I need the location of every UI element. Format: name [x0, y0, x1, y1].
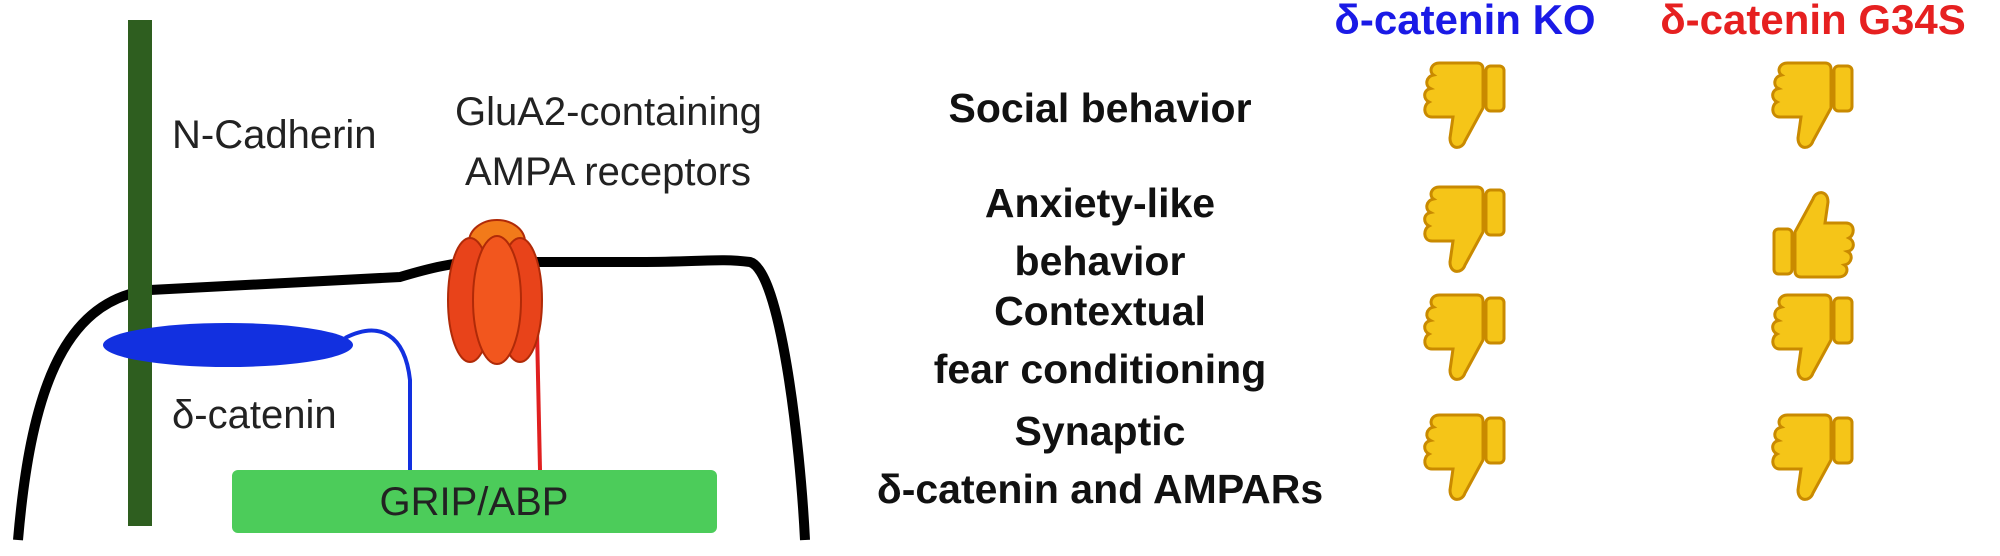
row-label: Anxiety-like behavior	[984, 180, 1216, 284]
thumbs-down-icon	[1771, 61, 1854, 149]
glua2-label-line2: AMPA receptors	[465, 150, 751, 194]
thumbs-up-icon	[1772, 191, 1855, 279]
delta-catenin-label: δ-catenin	[172, 393, 337, 437]
thumbs-down-icon	[1423, 413, 1506, 501]
glua2-label-line1: GluA2-containing	[455, 90, 762, 134]
column-header-g34s: δ-catenin G34S	[1660, 0, 1966, 43]
delta-catenin-connector	[344, 328, 412, 470]
row-label: Contextual fear conditioning	[933, 288, 1267, 392]
receptor-connector	[535, 329, 542, 471]
column-header-ko: δ-catenin KO	[1334, 0, 1596, 43]
n-cadherin-label: N-Cadherin	[172, 113, 377, 157]
thumbs-down-icon	[1423, 293, 1506, 381]
thumbs-down-icon	[1771, 293, 1854, 381]
delta-catenin-ellipse	[103, 323, 353, 367]
grip-box	[232, 470, 717, 533]
thumbs-down-icon	[1771, 413, 1854, 501]
ampa-receptor	[447, 219, 543, 365]
thumbs-down-icon	[1423, 61, 1506, 149]
row-label: Synaptic δ-catenin and AMPARs	[876, 408, 1324, 512]
thumbs-down-icon	[1423, 185, 1506, 273]
n-cadherin-bar	[128, 20, 152, 526]
grip-label: GRIP/ABP	[380, 480, 569, 524]
row-label: Social behavior	[948, 85, 1252, 131]
